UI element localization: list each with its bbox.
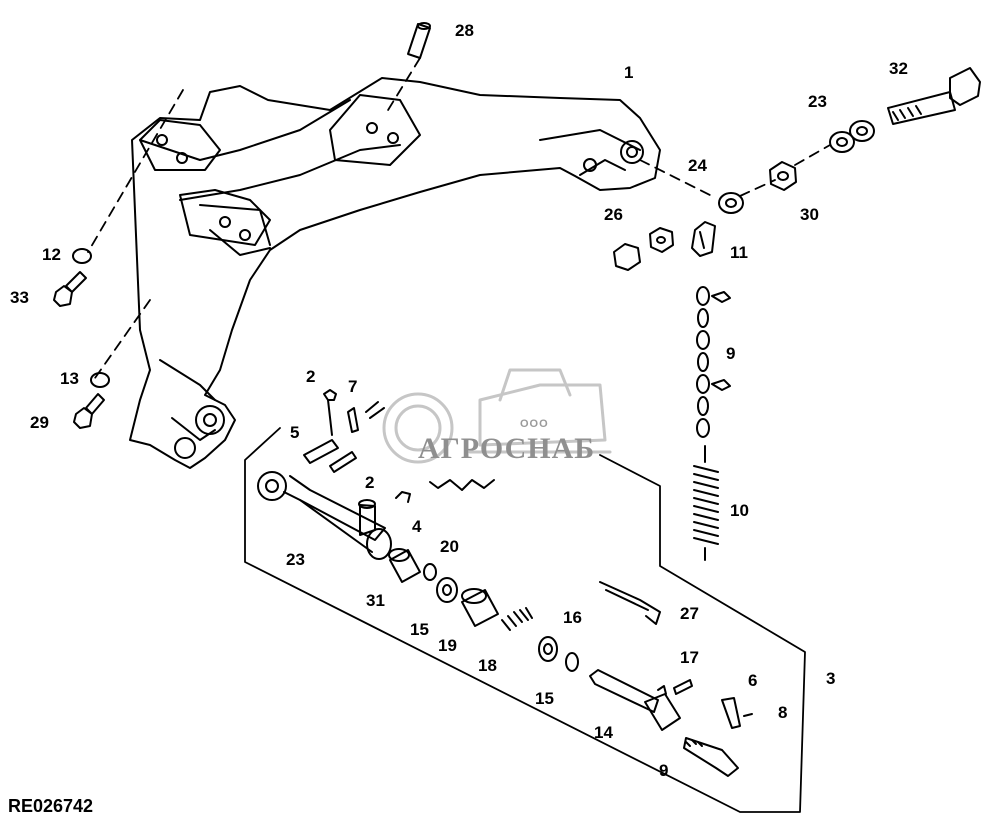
assembly-leaders — [87, 57, 831, 379]
watermark-logo — [382, 368, 612, 464]
rod-part-13 — [589, 669, 681, 731]
callout-4: 7 — [348, 377, 358, 396]
callout-15a: 15 — [410, 620, 429, 639]
callout-6: 9 — [726, 344, 736, 363]
watermark-name: АГРОСНАБ — [418, 432, 596, 465]
callout-11: 8 — [778, 703, 788, 722]
callout-17: 19 — [438, 636, 457, 655]
callout-12: 9 — [659, 761, 669, 780]
callout-7: 10 — [730, 501, 749, 520]
watermark-prefix: ООО — [520, 418, 549, 430]
link-fragment — [429, 479, 495, 491]
callout-31: 31 — [366, 591, 385, 610]
callout-20: 23 — [286, 550, 305, 569]
callout-23b: 24 — [688, 156, 707, 175]
nuts-part-24 — [613, 227, 674, 271]
cylinder-part-20 — [257, 471, 392, 560]
callout-9b: 13 — [60, 369, 79, 388]
clip-part-33 — [395, 491, 411, 503]
bushing-part-31 — [388, 548, 421, 583]
callout-28: 29 — [30, 413, 49, 432]
callout-33: 4 — [412, 517, 422, 536]
nut-part-29 — [769, 161, 797, 191]
callout-2a: 2 — [306, 367, 316, 386]
callout-8: 11 — [730, 243, 748, 262]
callout-1: 1 — [624, 63, 634, 82]
dowel-pin-part-5 — [407, 22, 431, 59]
callout-30: 32 — [889, 59, 908, 78]
spring-part-7 — [693, 445, 719, 561]
callout-32: 33 — [10, 288, 29, 307]
callout-10: 6 — [748, 671, 758, 690]
assembly-26-outline — [244, 427, 806, 813]
callout-2b: 2 — [365, 473, 375, 492]
callout-24: 26 — [604, 205, 623, 224]
document-code: RE026742 — [8, 796, 94, 816]
washers-part-23 — [718, 120, 875, 214]
callout-29: 30 — [800, 205, 819, 224]
callout-13: 14 — [594, 723, 613, 742]
callout-18: 17 — [680, 648, 699, 667]
sleeve-parts-15-17-16-14 — [436, 577, 579, 672]
ring-part-19 — [423, 563, 437, 581]
pins-parts-2-3-4 — [303, 389, 385, 473]
chain-part-6 — [696, 286, 731, 438]
callout-14: 15 — [535, 689, 554, 708]
snap-link-part-8 — [691, 221, 716, 257]
callout-16: 18 — [478, 656, 497, 675]
callout-5: 28 — [455, 21, 474, 40]
main-frame-part-1 — [129, 77, 661, 469]
hardware-parts-9-32-28 — [53, 248, 110, 429]
callout-26: 3 — [826, 669, 836, 688]
callout-15b: 16 — [563, 608, 582, 627]
callout-19: 20 — [440, 537, 459, 556]
callout-9a: 12 — [42, 245, 61, 264]
callout-23a: 23 — [808, 92, 827, 111]
bolt-part-30 — [887, 67, 981, 125]
clevis-parts-12-10-11-18 — [599, 581, 753, 777]
callout-3: 5 — [290, 423, 300, 442]
callout-27: 27 — [680, 604, 699, 623]
